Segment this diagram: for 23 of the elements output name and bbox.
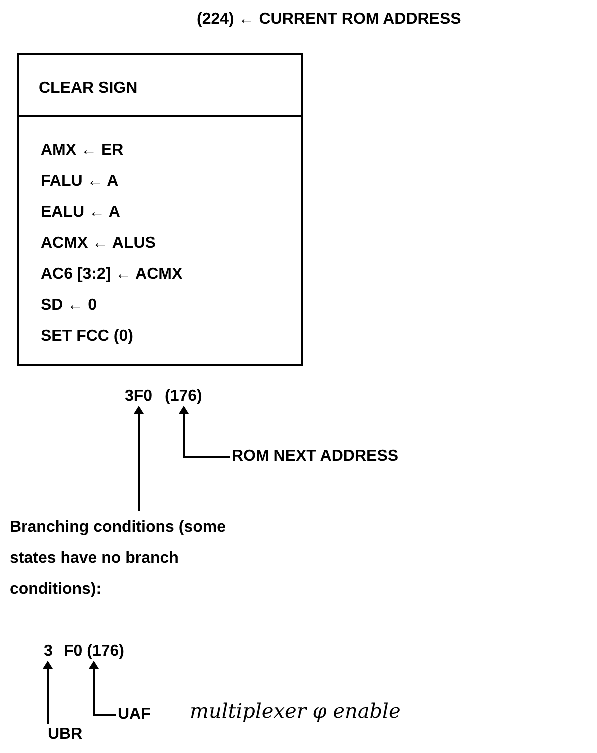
annotation-text: ROM NEXT ADDRESS	[232, 447, 399, 467]
address-text: 3F0	[125, 387, 153, 407]
annotation-text: Branching conditions (some states have no branch conditions):	[10, 512, 260, 605]
statement-text: AC6 [3:2] ← ACMX	[41, 265, 183, 285]
microinstruction-box	[17, 53, 303, 366]
statement-text: AMX ← ER	[41, 141, 124, 161]
box-heading: CLEAR SIGN	[39, 79, 138, 99]
leader-arrow	[43, 661, 53, 724]
leader-arrow	[134, 406, 144, 511]
statement-text: EALU ← A	[41, 203, 120, 223]
address-text: F0 (176)	[64, 642, 124, 662]
leader-arrow	[89, 661, 116, 716]
statement-text: SD ← 0	[41, 296, 98, 316]
statement-text: SET FCC (0)	[41, 327, 134, 347]
annotation-text: UAF	[118, 705, 151, 725]
handwritten-note: multiplexer φ enable	[190, 701, 401, 721]
address-text: (176)	[165, 387, 202, 407]
statement-text: FALU ← A	[41, 172, 119, 192]
annotation-text: UBR	[48, 725, 83, 745]
address-caption: (224) ← CURRENT ROM ADDRESS	[197, 10, 462, 30]
leader-arrow	[179, 406, 230, 458]
statement-text: ACMX ← ALUS	[41, 234, 156, 254]
address-text: 3	[44, 642, 53, 662]
